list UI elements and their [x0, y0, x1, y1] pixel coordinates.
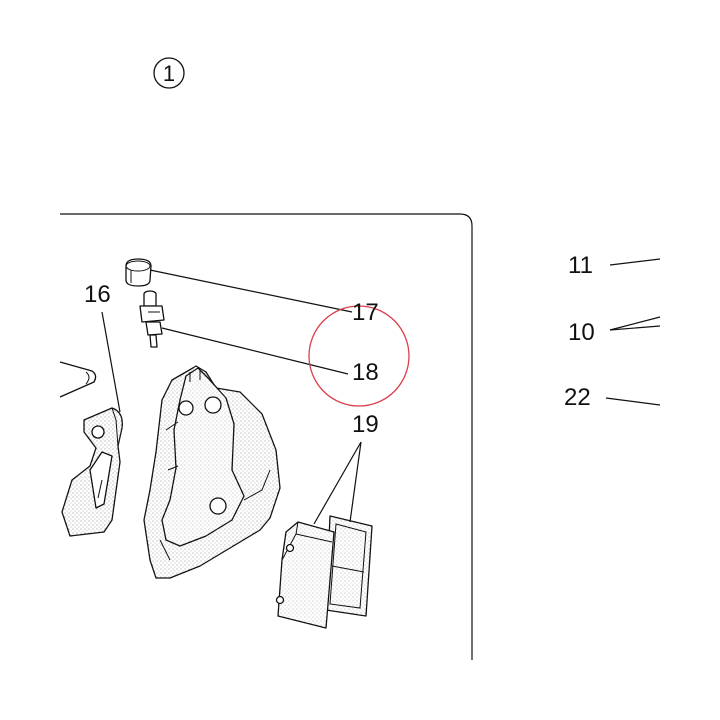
leader-line-10b — [609, 325, 661, 331]
callout-17: 17 — [352, 299, 379, 326]
caliper-bracket-icon — [61, 407, 123, 537]
leader-line-19a — [313, 441, 362, 525]
pad-pin-icon — [59, 361, 97, 398]
leader-line-22 — [605, 397, 661, 406]
leader-line-11 — [609, 258, 661, 266]
leader-line-17 — [149, 269, 353, 313]
callout-16: 16 — [84, 281, 111, 308]
figure-number-badge: 1 — [153, 57, 185, 89]
figure-number: 1 — [163, 61, 175, 86]
bleed-screw-icon — [139, 290, 165, 348]
callout-22: 22 — [564, 384, 591, 411]
bleed-valve-cap-icon — [125, 258, 152, 287]
leader-line-18 — [161, 327, 349, 375]
leader-line-10a — [609, 316, 661, 331]
panel-frame — [60, 213, 473, 660]
callout-10: 10 — [568, 319, 595, 346]
leader-line-19b — [349, 441, 362, 523]
callout-18: 18 — [352, 359, 379, 386]
callout-11: 11 — [568, 252, 593, 279]
brake-pad-icon — [275, 515, 373, 629]
figure-number-circle — [153, 57, 185, 89]
highlight-circle — [308, 305, 410, 407]
callout-19: 19 — [352, 411, 379, 438]
leader-line-16 — [101, 311, 121, 413]
brake-caliper-icon — [143, 365, 281, 579]
